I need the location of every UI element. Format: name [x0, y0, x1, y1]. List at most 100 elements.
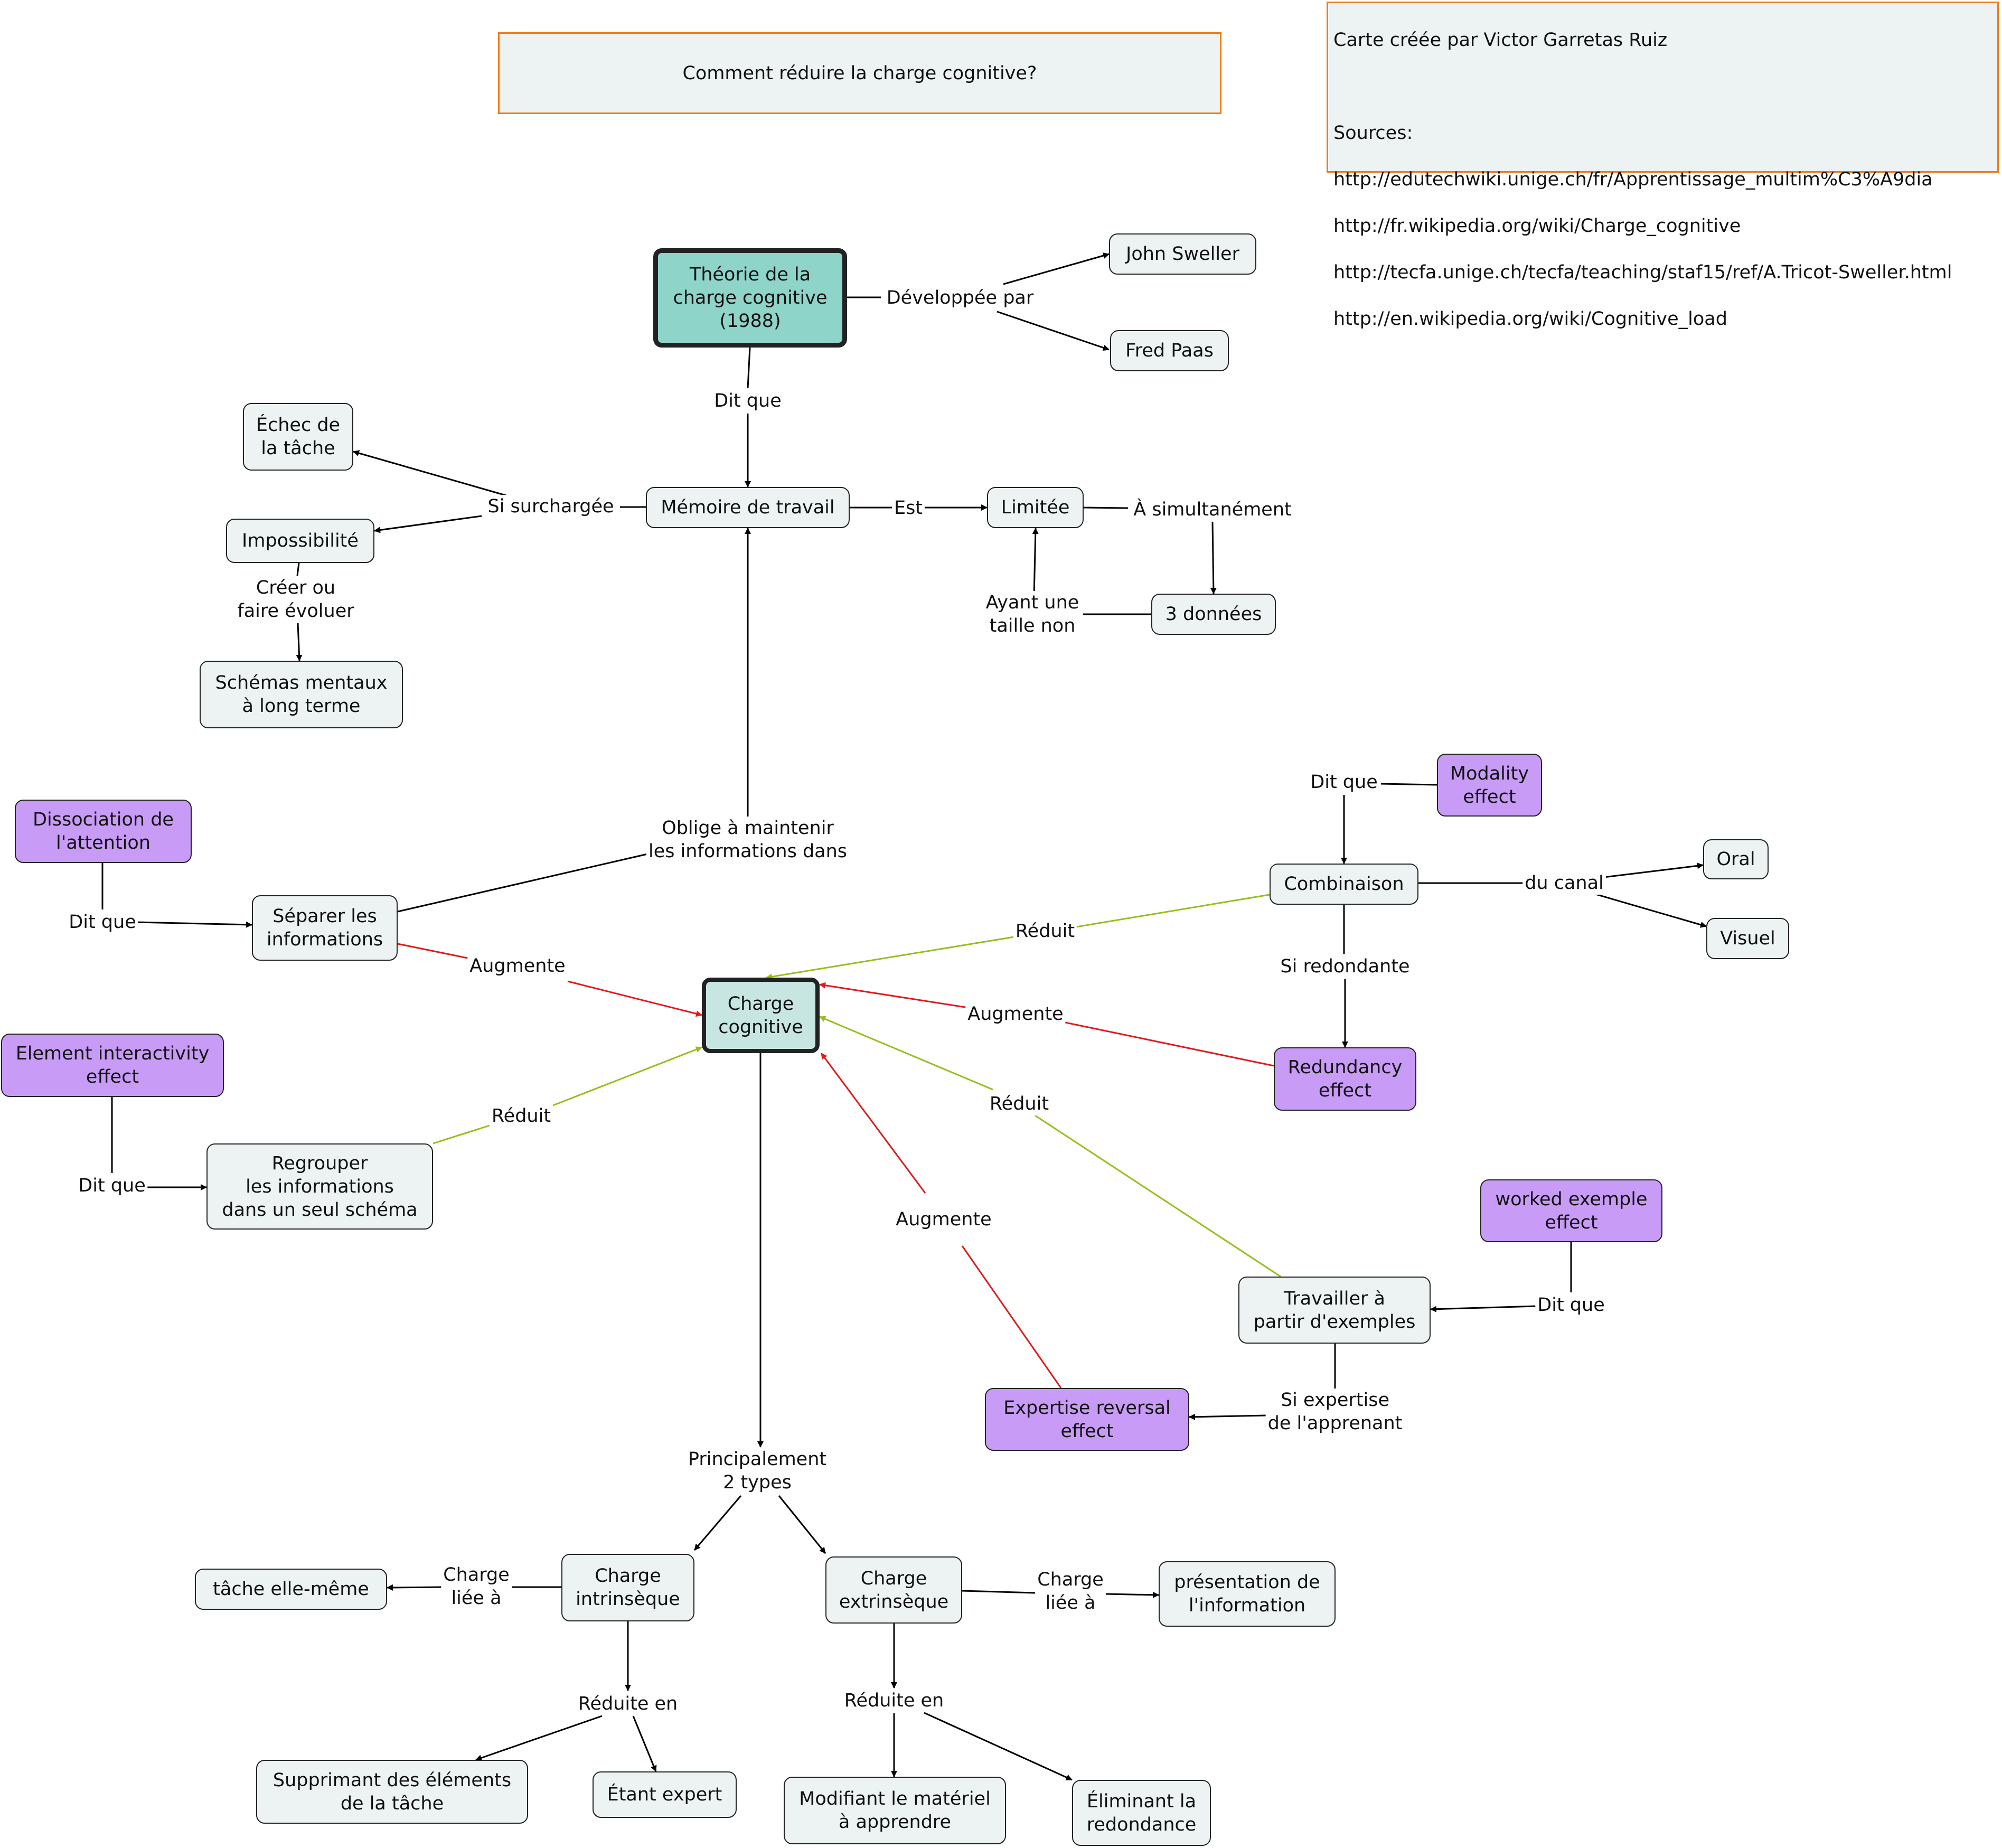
link-dit-que: Dit que	[1308, 771, 1380, 794]
node-element-interactivity: Element interactivity effect	[1, 1034, 224, 1097]
node-travailler: Travailler à partir d'exemples	[1238, 1277, 1431, 1344]
connector-line	[397, 943, 478, 961]
link-developpee-par: Développée par	[884, 286, 1036, 309]
link-est: Est	[891, 496, 925, 520]
node-memoire-de-travail: Mémoire de travail	[646, 487, 850, 528]
node-charge-cognitive: Charge cognitive	[702, 978, 820, 1053]
node-fred-paas: Fred Paas	[1110, 330, 1229, 371]
connector-line	[1055, 1019, 1274, 1067]
link-creer-ou-faire-evoluer: Créer ou faire évoluer	[235, 576, 356, 623]
connector-arrow	[475, 1715, 603, 1761]
node-echec: Échec de la tâche	[243, 403, 353, 471]
connector-arrow	[924, 1712, 1073, 1781]
node-redundancy-effect: Redundancy effect	[1274, 1047, 1416, 1111]
source-link[interactable]: http://en.wikipedia.org/wiki/Cognitive_l…	[1333, 308, 1727, 330]
connector-arrow	[1189, 1413, 1267, 1420]
source-link[interactable]: http://fr.wikipedia.org/wiki/Charge_cogn…	[1333, 215, 1741, 237]
link-augmente: Augmente	[894, 1208, 994, 1231]
link-augmente: Augmente	[467, 954, 568, 978]
node-theorie: Théorie de la charge cognitive (1988)	[653, 248, 847, 348]
node-supprimant: Supprimant des éléments de la tâche	[256, 1760, 528, 1824]
connector-arrow	[374, 515, 482, 533]
node-oral: Oral	[1703, 839, 1769, 879]
connector-arrow	[632, 1715, 657, 1772]
connector-arrow	[1210, 521, 1217, 594]
link-reduit: Réduit	[1013, 920, 1077, 943]
node-eliminant: Éliminant la redondance	[1072, 1780, 1211, 1846]
link-si-redondante: Si redondante	[1278, 955, 1412, 978]
connector-line	[1035, 1114, 1281, 1278]
link-ayant-une-taille-non: Ayant une taille non	[983, 591, 1082, 637]
link-dit-que: Dit que	[1535, 1293, 1607, 1317]
connector-arrow	[1032, 528, 1039, 597]
node-separer: Séparer les informations	[252, 895, 398, 961]
connector-line	[962, 1590, 1036, 1594]
connector-line	[1069, 894, 1270, 929]
node-3-donnees: 3 données	[1151, 594, 1276, 635]
connector-arrow	[997, 311, 1110, 351]
link-dit-que: Dit que	[712, 389, 784, 412]
link-du-canal: du canal	[1522, 871, 1606, 895]
link-si-expertise: Si expertise de l'apprenant	[1265, 1389, 1405, 1435]
link-reduit: Réduit	[489, 1104, 553, 1128]
node-dissociation: Dissociation de l'attention	[15, 800, 192, 863]
node-charge-intrinseque: Charge intrinsèque	[561, 1554, 694, 1621]
link-oblige-a-maintenir: Oblige à maintenir les informations dans	[646, 817, 850, 863]
node-limitee: Limitée	[987, 487, 1084, 528]
link-charge-liee-a: Charge liée à	[1035, 1568, 1106, 1615]
node-schemas-mentaux: Schémas mentaux à long terme	[200, 661, 403, 728]
node-worked-exemple-effect: worked exemple effect	[1480, 1179, 1662, 1242]
connector-arrow	[819, 982, 976, 1010]
connector-arrow	[693, 1495, 742, 1551]
link-a-simultanement: À simultanément	[1131, 498, 1294, 521]
connector-arrow	[552, 1046, 702, 1106]
connector-arrow	[353, 450, 506, 496]
node-modality-effect: Modality effect	[1437, 754, 1542, 817]
connector-arrow	[135, 921, 252, 928]
node-etant-expert: Étant expert	[593, 1771, 737, 1818]
link-reduit: Réduit	[987, 1092, 1051, 1115]
connector-arrow	[1003, 252, 1110, 285]
connector-arrow	[1430, 1305, 1537, 1312]
connector-arrow	[1603, 862, 1704, 878]
link-dit-que: Dit que	[76, 1174, 148, 1197]
node-expertise-reversal: Expertise reversal effect	[985, 1388, 1189, 1451]
connector-arrow	[819, 1016, 993, 1091]
credits-author: Carte créée par Victor Garretas Ruiz	[1333, 30, 1668, 51]
connector-arrow	[296, 623, 303, 661]
connector-arrow	[1590, 892, 1707, 928]
link-principalement-2-types: Principalement 2 types	[685, 1448, 829, 1494]
node-combinaison: Combinaison	[1270, 864, 1418, 905]
node-charge-extrinseque: Charge extrinsèque	[825, 1556, 962, 1624]
node-modifiant: Modifiant le matériel à apprendre	[784, 1777, 1006, 1844]
connector-arrow	[766, 935, 1021, 980]
connector-arrow	[778, 1495, 826, 1554]
link-augmente: Augmente	[965, 1002, 1066, 1026]
credits-box: Carte créée par Victor Garretas Ruiz Sou…	[1327, 2, 1999, 330]
connector-line	[296, 562, 300, 576]
connector-arrow	[567, 980, 702, 1017]
connector-line	[433, 1124, 490, 1145]
link-reduite-en: Réduite en	[842, 1689, 946, 1712]
link-reduite-en: Réduite en	[576, 1692, 680, 1715]
node-visuel: Visuel	[1706, 918, 1789, 959]
source-link[interactable]: http://tecfa.unige.ch/tecfa/teaching/sta…	[1333, 262, 1952, 283]
link-dit-que: Dit que	[67, 911, 138, 934]
node-presentation: présentation de l'information	[1159, 1561, 1336, 1627]
map-title: Comment réduire la charge cognitive?	[498, 32, 1221, 114]
connector-line	[397, 853, 648, 913]
node-regrouper: Regrouper les informations dans un seul …	[206, 1143, 433, 1230]
connector-arrow	[1105, 1591, 1159, 1598]
connector-arrow	[387, 1584, 442, 1591]
connector-line	[1380, 783, 1437, 786]
node-john-sweller: John Sweller	[1109, 233, 1256, 275]
source-link[interactable]: http://edutechwiki.unige.ch/fr/Apprentis…	[1333, 169, 1933, 190]
connector-arrow	[820, 1053, 926, 1194]
node-tache-elle-meme: tâche elle-même	[195, 1569, 387, 1610]
credits-sources-label: Sources:	[1333, 123, 1413, 144]
connector-line	[961, 1245, 1062, 1389]
link-si-surchargee: Si surchargée	[485, 495, 616, 518]
link-charge-liee-a: Charge liée à	[441, 1563, 512, 1610]
